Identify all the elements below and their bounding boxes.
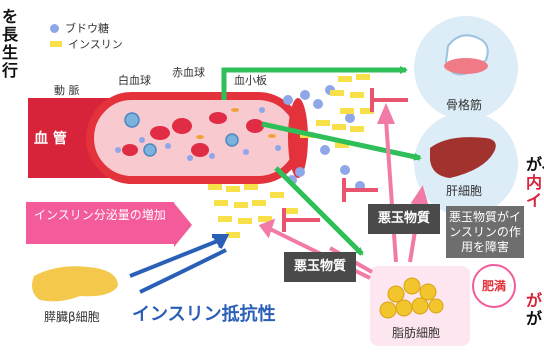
edge-char: 生 (2, 43, 19, 62)
green-arrows (221, 66, 422, 256)
label-rbc: 赤血球 (172, 66, 205, 79)
fat-cells-illustration (379, 277, 444, 319)
edge-char: が、 (526, 155, 544, 174)
white-blood-cells (124, 112, 239, 157)
bad-effect-box: 悪玉物質がインスリンの作用を障害 (446, 206, 524, 258)
label-fat: 脂肪細胞 (392, 326, 441, 340)
pancreas-illustration (32, 266, 118, 302)
bad-substance-box-2: 悪玉物質 (284, 252, 356, 282)
label-vessel: 血 管 (34, 131, 67, 147)
edge-char: 行 (2, 61, 19, 80)
legend-insulin: インスリン (50, 36, 160, 52)
legend-glucose-label: ブドウ糖 (65, 22, 109, 35)
resistance-arrows (129, 234, 230, 294)
obesity-badge: 肥満 (472, 264, 516, 308)
bad-substance-box-1: 悪玉物質 (368, 204, 440, 234)
label-insulin-resistance: インスリン抵抗性 (132, 304, 276, 325)
edge-char: 内 (526, 173, 543, 192)
edge-text-right-bottom: が が (526, 292, 542, 328)
edge-char: イ (526, 191, 543, 210)
glucose-dots-vessel (115, 107, 281, 161)
label-platelet: 血小板 (234, 74, 267, 87)
insulin-increase-box: インスリン分泌量の増加 (26, 202, 174, 244)
insulin-icon (50, 41, 62, 47)
label-muscle: 骨格筋 (446, 98, 483, 112)
label-liver: 肝細胞 (446, 184, 483, 198)
label-artery: 動 脈 (54, 84, 80, 97)
inhibition-bars (282, 88, 408, 232)
liver-illustration (430, 137, 496, 178)
insulin-increase-arrow-head (174, 203, 192, 247)
glucose-icon (50, 23, 59, 33)
edge-char: 長 (2, 25, 19, 44)
red-blood-cells (122, 112, 264, 157)
label-wbc: 白血球 (118, 74, 151, 87)
legend: ブドウ糖 インスリン (50, 20, 160, 52)
platelets (196, 108, 276, 139)
edge-char: が (526, 291, 543, 310)
legend-glucose: ブドウ糖 (50, 20, 160, 36)
legend-insulin-label: インスリン (68, 38, 123, 51)
edge-text-right-mid: が、 内 イ (526, 156, 544, 210)
insulin-blocks (208, 74, 374, 238)
edge-char: を (2, 7, 19, 26)
label-pancreas: 膵臓β細胞 (44, 310, 100, 324)
muscle-arm-illustration (444, 34, 489, 76)
edge-char: が (526, 309, 543, 328)
edge-text-left: を 長 生 行 (2, 8, 18, 80)
blood-vessel (28, 92, 308, 184)
